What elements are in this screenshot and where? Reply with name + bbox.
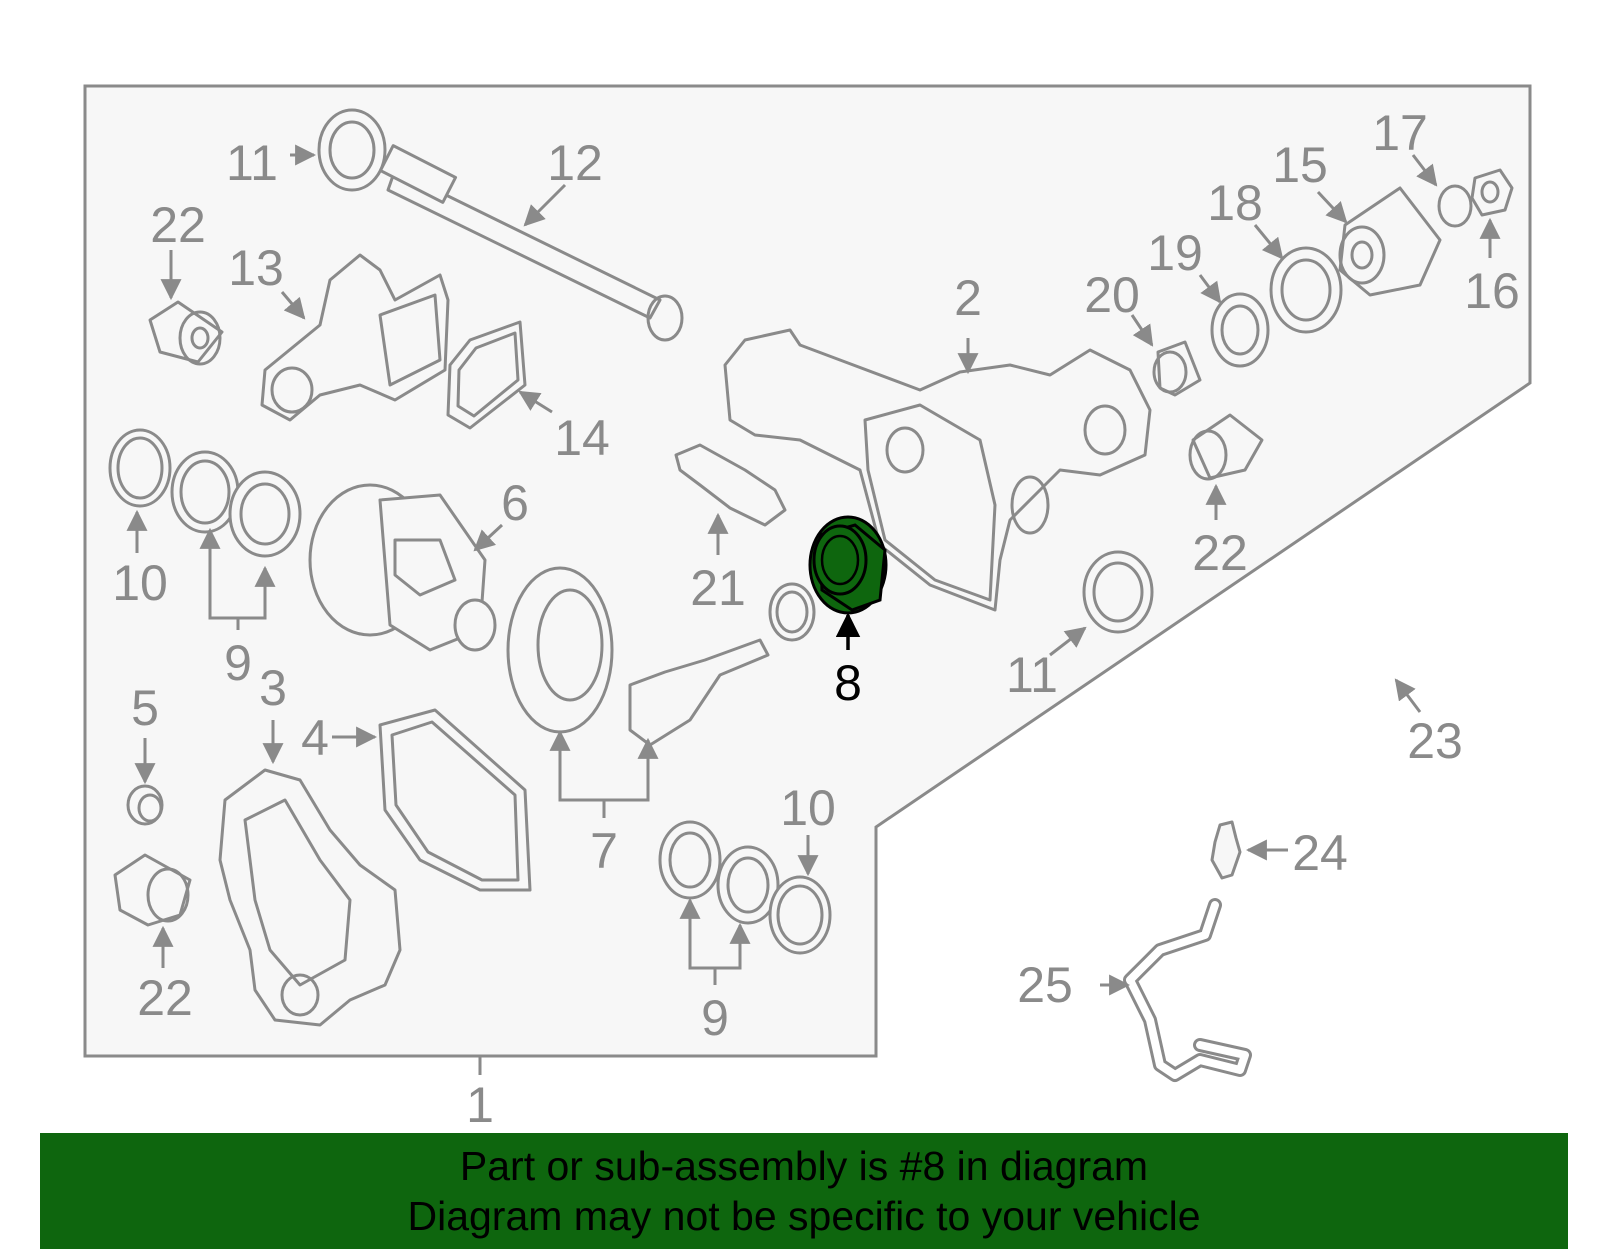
part-2-differential-housing xyxy=(723,328,1152,612)
part-17-washer xyxy=(1437,184,1473,228)
part-14-gasket xyxy=(446,320,527,430)
callout-4: 4 xyxy=(301,710,329,766)
callout-25: 25 xyxy=(1017,957,1073,1013)
callout-15: 15 xyxy=(1272,137,1328,193)
part-10-oring-bottom xyxy=(768,875,832,955)
part-10-oring-left xyxy=(108,428,172,508)
callout-13: 13 xyxy=(228,240,284,296)
callout-22-right: 22 xyxy=(1192,525,1248,581)
callout-16: 16 xyxy=(1464,263,1520,319)
callout-6: 6 xyxy=(501,475,529,531)
callout-10-bottom: 10 xyxy=(780,780,836,836)
callout-18: 18 xyxy=(1207,175,1263,231)
banner-line-part-info: Part or sub-assembly is #8 in diagram xyxy=(459,1143,1149,1189)
part-24-breather-fitting xyxy=(1210,820,1242,880)
callout-5: 5 xyxy=(131,680,159,736)
info-banner: Part or sub-assembly is #8 in diagram Di… xyxy=(40,1133,1568,1249)
part-15-companion-flange xyxy=(1338,186,1442,297)
callout-2: 2 xyxy=(954,270,982,326)
callout-10-left: 10 xyxy=(112,555,168,611)
part-11-seal-top xyxy=(317,108,387,192)
callout-19: 19 xyxy=(1147,225,1203,281)
part-7-ring-pinion-gear xyxy=(506,566,770,747)
callout-23: 23 xyxy=(1407,713,1463,769)
callout-9-left: 9 xyxy=(224,635,252,691)
callout-21: 21 xyxy=(690,560,746,616)
callout-17: 17 xyxy=(1372,105,1428,161)
part-11-seal-right xyxy=(1082,550,1154,634)
part-22-bushing-left-top xyxy=(148,300,224,366)
callout-9-bottom: 9 xyxy=(701,990,729,1046)
callout-14: 14 xyxy=(554,410,610,466)
part-16-nut xyxy=(1470,168,1514,217)
callout-22-left-top: 22 xyxy=(150,197,206,253)
callout-7: 7 xyxy=(590,823,618,879)
banner-line-disclaimer: Diagram may not be specific to your vehi… xyxy=(407,1193,1201,1239)
part-12-axle-shaft xyxy=(378,144,684,342)
callout-1: 1 xyxy=(466,1077,494,1133)
callout-20: 20 xyxy=(1084,267,1140,323)
part-pinion-oring xyxy=(768,582,816,642)
part-6-differential-case xyxy=(308,483,497,652)
part-19-bearing xyxy=(1210,292,1270,368)
part-3-carrier-cover xyxy=(218,768,402,1027)
callout-24: 24 xyxy=(1292,825,1348,881)
callout-8-highlighted: 8 xyxy=(834,655,862,711)
part-22-bushing-right xyxy=(1188,413,1264,481)
callout-11-right: 11 xyxy=(1006,647,1058,703)
part-4-cover-gasket xyxy=(378,708,532,892)
part-21-sensor xyxy=(674,443,787,527)
part-9-bearing-left xyxy=(170,450,302,558)
part-8-seal-highlighted[interactable] xyxy=(808,515,888,615)
callout-22-left-bottom: 22 xyxy=(137,970,193,1026)
part-18-seal xyxy=(1269,246,1343,334)
callout-11-top: 11 xyxy=(226,135,278,191)
callout-12: 12 xyxy=(547,135,603,191)
part-5-drain-plug xyxy=(126,784,164,826)
part-22-bushing-left-bottom xyxy=(113,853,192,927)
callout-3: 3 xyxy=(259,660,287,716)
part-13-mount-bracket xyxy=(260,253,450,422)
part-20-plug xyxy=(1152,340,1202,397)
